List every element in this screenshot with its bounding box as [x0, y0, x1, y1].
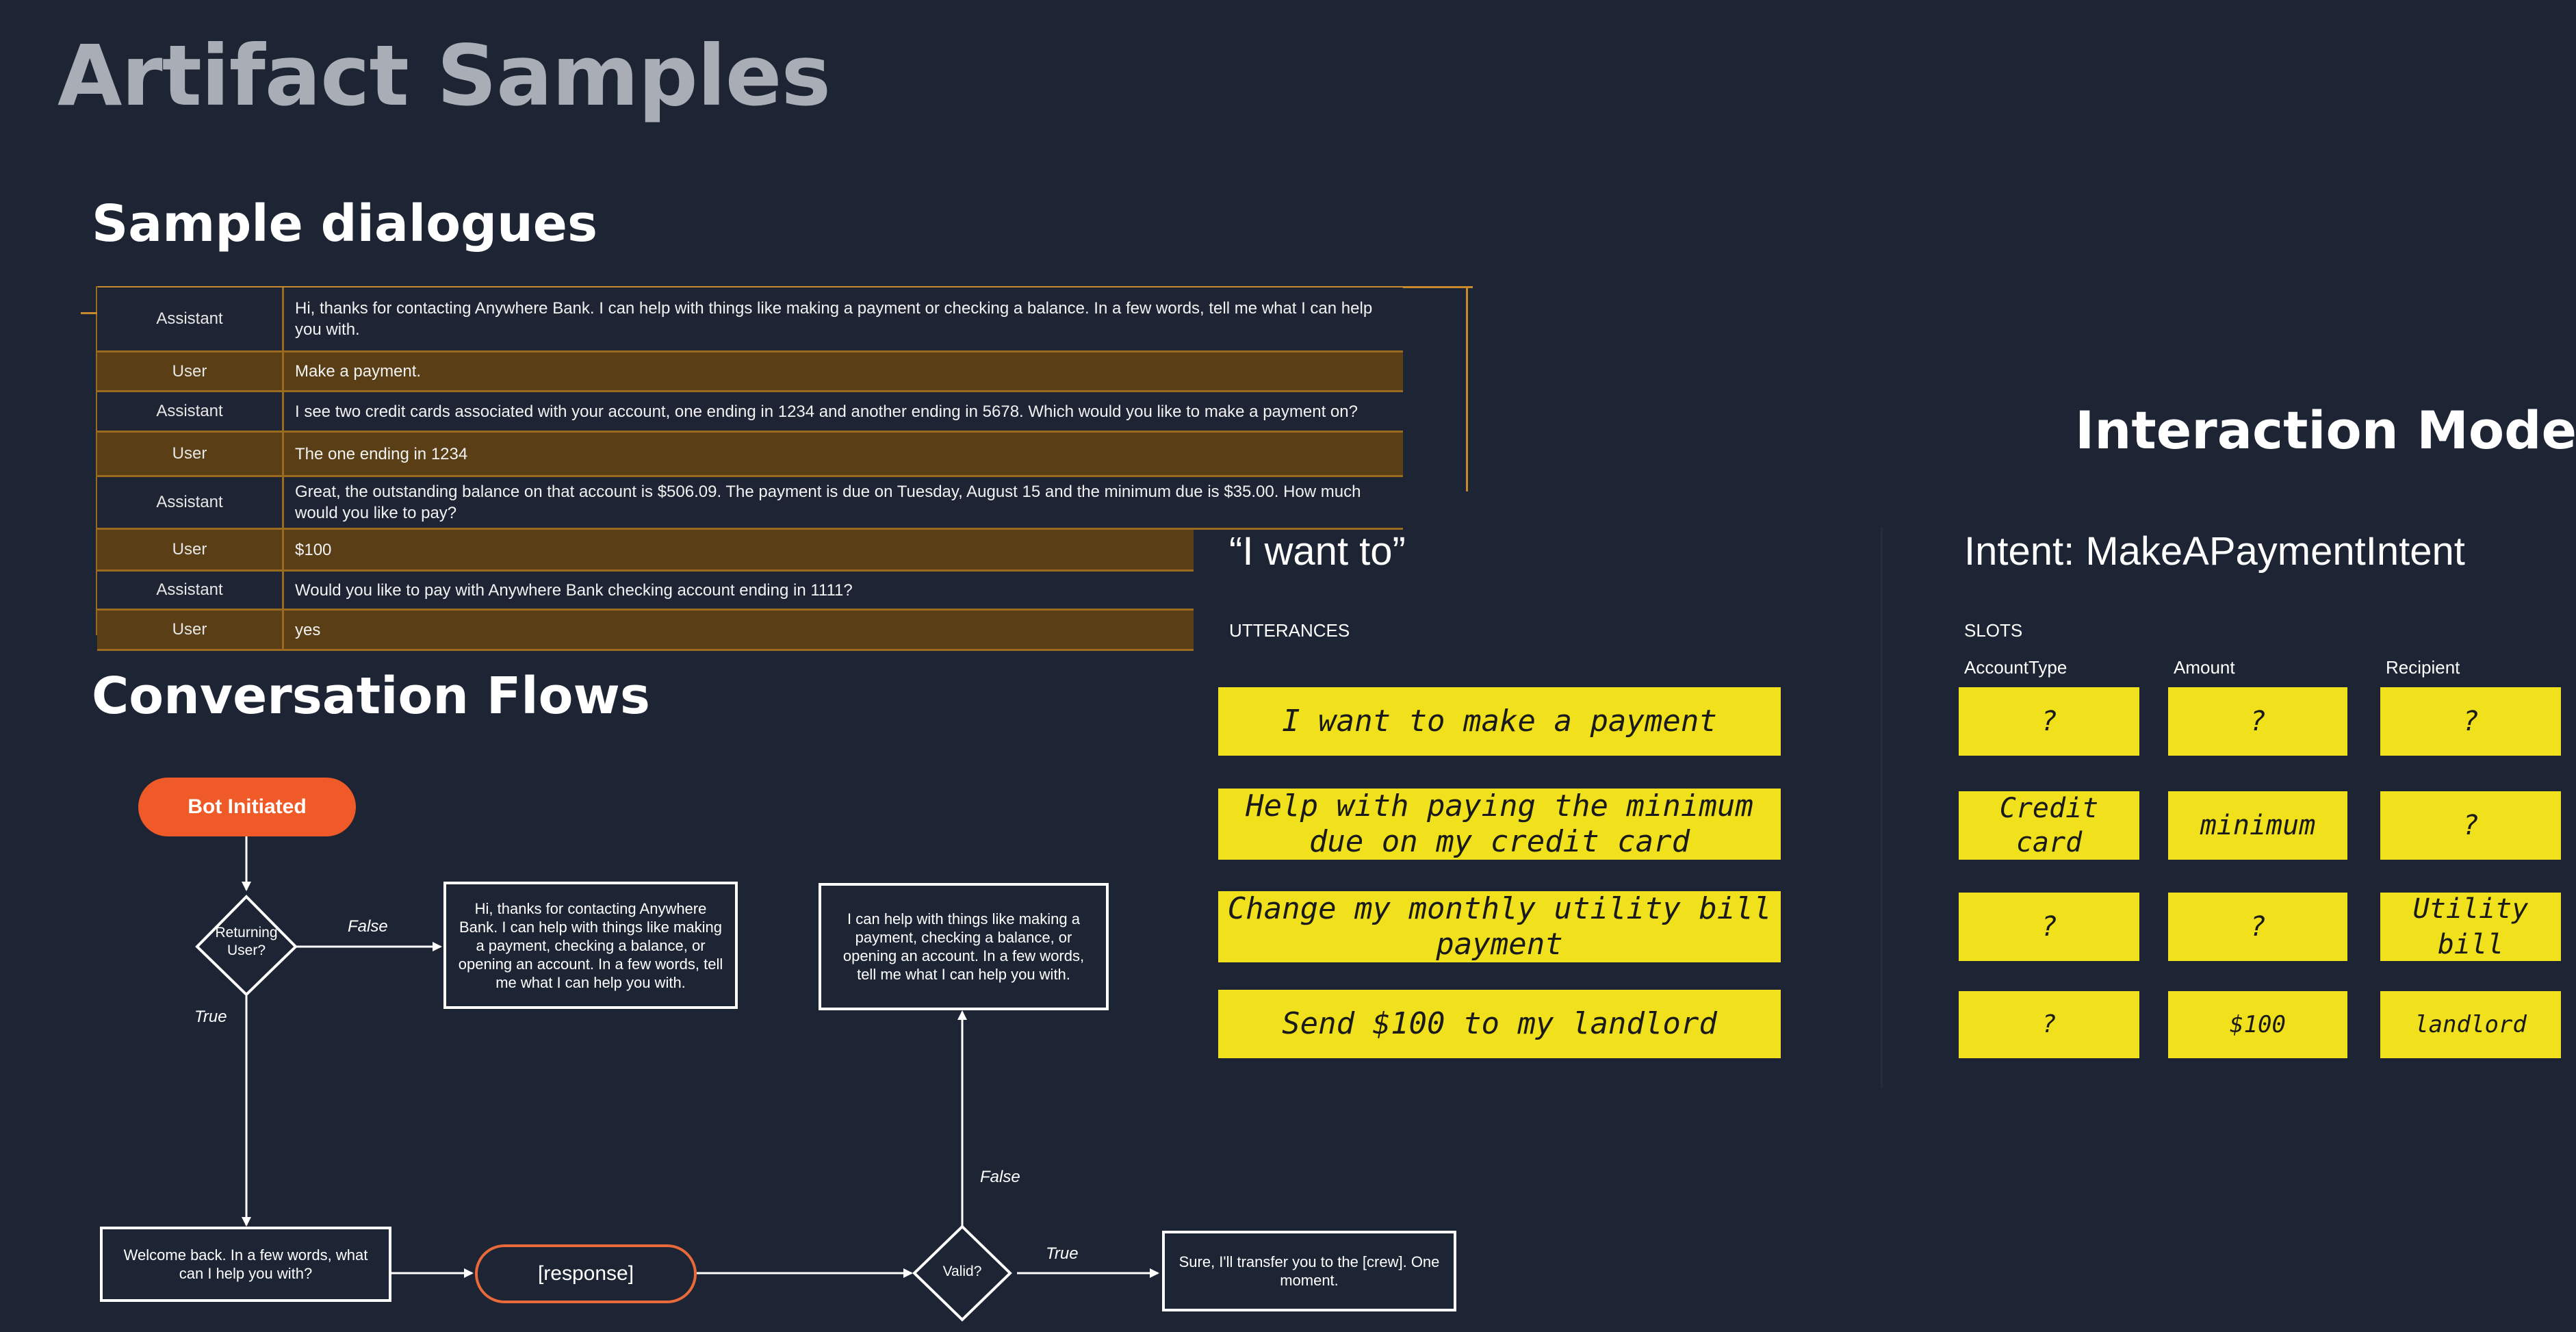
slot-card: ? [2168, 893, 2347, 961]
message-cell: Would you like to pay with Anywhere Bank… [295, 580, 853, 600]
role-cell: User [97, 611, 284, 649]
table-row: User Make a payment. [97, 353, 1403, 392]
slot-card: ? [1959, 893, 2139, 961]
false-label: False [348, 917, 388, 936]
message-cell: yes [295, 620, 321, 639]
bot-initiated-node: Bot Initiated [138, 778, 356, 836]
table-row: User The one ending in 1234 [97, 433, 1403, 477]
true-label: True [1046, 1244, 1079, 1263]
utterance-card: Change my monthly utility bill payment [1218, 891, 1781, 962]
transfer-node: Sure, I'll transfer you to the [crew]. O… [1162, 1231, 1456, 1311]
response-node: [response] [475, 1244, 697, 1303]
slot-card: ? [1959, 687, 2139, 756]
welcome-back-node: Welcome back. In a few words, what can I… [100, 1227, 391, 1302]
slot-column-header: AccountType [1964, 657, 2068, 678]
message-cell: Hi, thanks for contacting Anywhere Bank.… [295, 299, 1373, 339]
message-cell: Great, the outstanding balance on that a… [295, 483, 1361, 522]
true-label: True [194, 1008, 227, 1026]
slot-card: ? [2380, 791, 2561, 860]
slot-card: ? [2168, 687, 2347, 756]
table-row: Assistant Would you like to pay with Any… [97, 572, 1194, 611]
returning-user-label: Returning User? [215, 925, 278, 958]
role-cell: User [97, 353, 284, 390]
table-row: Assistant Great, the outstanding balance… [97, 477, 1403, 530]
message-cell: The one ending in 1234 [295, 444, 468, 463]
slot-card: minimum [2168, 791, 2347, 860]
utterances-label: UTTERANCES [1229, 620, 1350, 641]
table-row: User $100 [97, 530, 1194, 572]
slot-column-header: Amount [2174, 657, 2235, 678]
interaction-model-heading: Interaction Model [2075, 400, 2576, 461]
role-cell: Assistant [97, 572, 284, 609]
valid-label: Valid? [942, 1264, 982, 1279]
utterance-card: Send $100 to my landlord [1218, 990, 1781, 1058]
slot-card: ? [1959, 991, 2139, 1058]
table-row: User yes [97, 611, 1194, 651]
decision-diamond [912, 1225, 1012, 1322]
table-row: Assistant Hi, thanks for contacting Anyw… [97, 287, 1403, 353]
intent-name: Intent: MakeAPaymentIntent [1964, 529, 2465, 574]
slot-card: ? [2380, 687, 2561, 756]
retry-prompt-node: I can help with things like making a pay… [819, 883, 1109, 1010]
message-cell: I see two credit cards associated with y… [295, 402, 1358, 421]
utterance-card: Help with paying the minimum due on my c… [1218, 789, 1781, 860]
dialogue-frame-right [1466, 286, 1468, 491]
greeting-new-node: Hi, thanks for contacting Anywhere Bank.… [443, 882, 738, 1009]
table-row: Assistant I see two credit cards associa… [97, 392, 1403, 433]
sample-dialogues-heading: Sample dialogues [92, 194, 597, 253]
dialogue-frame-top [97, 286, 1473, 288]
slot-column-header: Recipient [2386, 657, 2460, 678]
role-cell: User [97, 433, 284, 475]
decision-diamond [195, 895, 298, 997]
section-divider [1881, 527, 1883, 1088]
role-cell: Assistant [97, 287, 284, 350]
slot-card: Credit card [1959, 791, 2139, 860]
message-cell: $100 [295, 540, 332, 559]
slot-card: landlord [2380, 991, 2561, 1058]
false-label: False [980, 1168, 1020, 1186]
role-cell: Assistant [97, 392, 284, 431]
utterance-card: I want to make a payment [1218, 687, 1781, 756]
role-cell: Assistant [97, 477, 284, 528]
utterances-heading: “I want to” [1229, 529, 1406, 574]
slot-card: Utility bill [2380, 893, 2561, 961]
role-cell: User [97, 530, 284, 569]
conversation-flows-heading: Conversation Flows [92, 667, 650, 726]
page-title: Artifact Samples [57, 27, 831, 125]
sample-dialogue-table: Assistant Hi, thanks for contacting Anyw… [97, 287, 1403, 651]
dialogue-frame-left [96, 286, 98, 635]
message-cell: Make a payment. [295, 362, 422, 381]
slot-card: $100 [2168, 991, 2347, 1058]
slots-label: SLOTS [1964, 620, 2023, 641]
